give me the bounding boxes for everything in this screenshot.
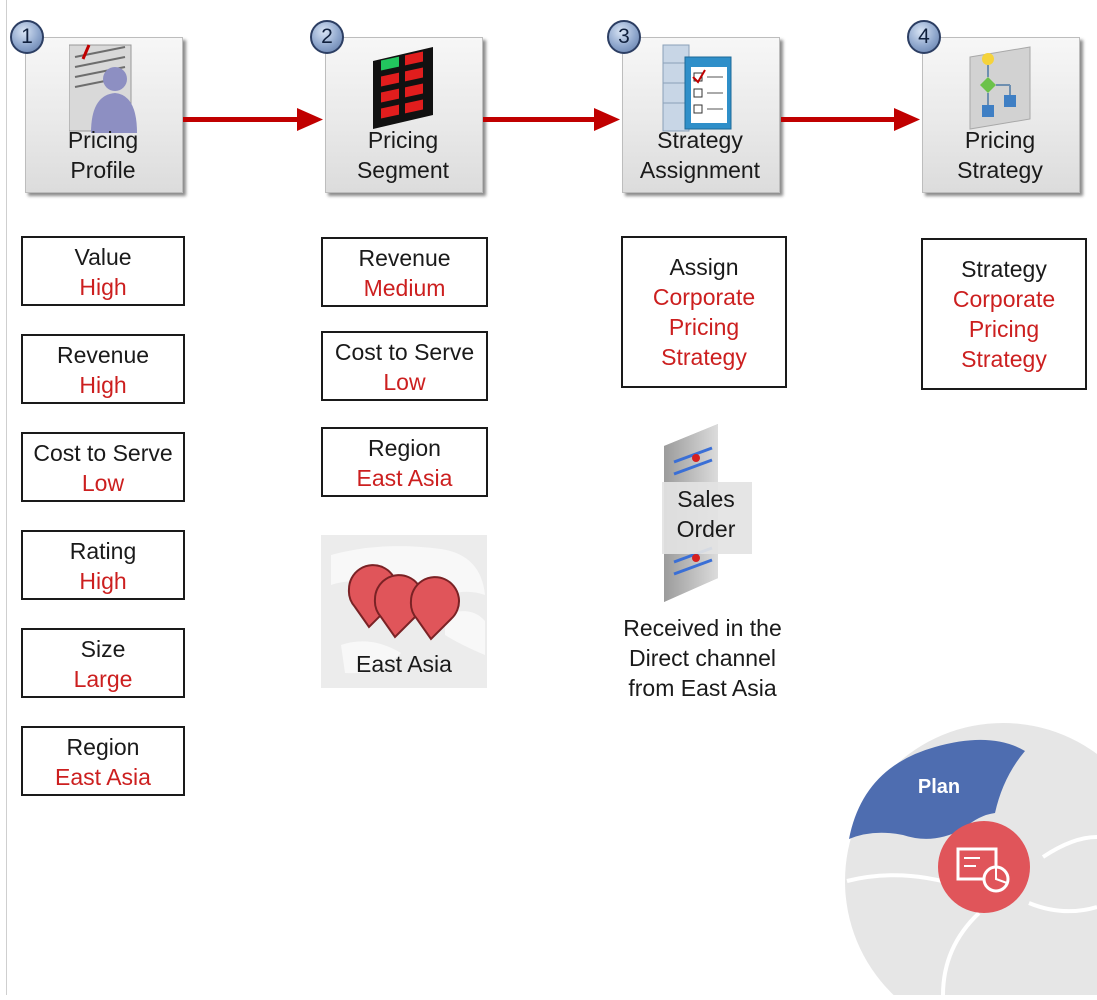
pricing-chart-icon: [956, 847, 1010, 893]
flow-arrow: [483, 108, 620, 131]
plan-cycle-graphic: Plan: [845, 723, 1097, 1000]
strategy-assignment-icon: [662, 44, 732, 132]
step-label-line: Assignment: [639, 157, 761, 183]
frame-border: [6, 0, 7, 995]
attribute-value: Low: [81, 470, 125, 496]
assignment-box: Assign Corporate Pricing Strategy: [621, 236, 787, 388]
pricing-segment-icon: [373, 47, 433, 129]
plan-label: Plan: [918, 776, 960, 798]
attribute-box-revenue: Revenue Medium: [321, 237, 488, 307]
attribute-name: Cost to Serve: [334, 339, 475, 365]
attribute-value: Low: [383, 369, 426, 395]
strategy-value-line: Pricing: [968, 316, 1040, 342]
caption-line: Direct channel: [628, 645, 777, 671]
attribute-box-size: Size Large: [21, 628, 185, 698]
sales-order-label-line: Sales: [677, 486, 735, 512]
assignment-value-line: Strategy: [661, 344, 747, 370]
map-pins-icon: [321, 535, 487, 688]
attribute-name: Region: [66, 734, 140, 760]
attribute-value: High: [79, 372, 127, 398]
attribute-value: High: [79, 568, 127, 594]
flow-arrow: [781, 108, 920, 131]
attribute-name: Cost to Serve: [33, 440, 173, 466]
step-label-line: Strategy: [957, 157, 1043, 183]
step-number-badge: 4: [907, 20, 941, 54]
assignment-heading: Assign: [669, 254, 739, 280]
step-pricing-strategy[interactable]: Pricing Strategy 4: [907, 20, 1080, 193]
step-label-line: Segment: [356, 157, 450, 183]
strategy-heading: Strategy: [961, 256, 1047, 282]
step-number-badge: 1: [10, 20, 44, 54]
step-label: Pricing Segment: [325, 125, 481, 185]
step-label-line: Profile: [70, 157, 136, 183]
attribute-value: High: [79, 274, 127, 300]
strategy-box: Strategy Corporate Pricing Strategy: [921, 238, 1087, 390]
step-pricing-profile[interactable]: Pricing Profile 1: [10, 20, 183, 193]
sales-order-icon: [662, 424, 752, 602]
sales-order-caption: Received in the Direct channel from East…: [600, 613, 805, 703]
sales-order-label-line: Order: [676, 516, 736, 542]
attribute-box-rating: Rating High: [21, 530, 185, 600]
assignment-value-line: Corporate: [652, 284, 756, 310]
step-number-badge: 3: [607, 20, 641, 54]
pricing-profile-icon: [69, 44, 137, 133]
attribute-value: Medium: [363, 275, 446, 301]
plan-badge: Plan: [843, 717, 1097, 1000]
attribute-name: Revenue: [358, 245, 451, 271]
pricing-strategy-icon: [969, 46, 1031, 130]
step-label: Pricing Strategy: [922, 125, 1078, 185]
attribute-name: Value: [74, 244, 132, 270]
east-asia-map: East Asia: [321, 535, 487, 688]
strategy-value-line: Strategy: [961, 346, 1047, 372]
assignment-value-line: Pricing: [668, 314, 740, 340]
step-strategy-assignment[interactable]: Strategy Assignment 3: [607, 20, 780, 193]
attribute-name: Region: [368, 435, 441, 461]
attribute-value: Large: [73, 666, 133, 692]
sales-order-document: Sales Order: [660, 422, 752, 604]
attribute-box-region: Region East Asia: [321, 427, 488, 497]
step-label-line: Pricing: [964, 127, 1036, 153]
step-label-line: Strategy: [657, 127, 743, 153]
map-label: East Asia: [356, 651, 452, 677]
step-pricing-segment[interactable]: Pricing Segment 2: [310, 20, 483, 193]
step-label-line: Pricing: [67, 127, 139, 153]
step-label-line: Pricing: [367, 127, 439, 153]
attribute-box-region: Region East Asia: [21, 726, 185, 796]
step-label: Pricing Profile: [25, 125, 181, 185]
step-number-badge: 2: [310, 20, 344, 54]
attribute-name: Rating: [69, 538, 137, 564]
attribute-box-value: Value High: [21, 236, 185, 306]
step-label: Strategy Assignment: [622, 125, 778, 185]
strategy-value-line: Corporate: [952, 286, 1056, 312]
attribute-box-revenue: Revenue High: [21, 334, 185, 404]
attribute-name: Revenue: [56, 342, 150, 368]
flow-arrow: [183, 108, 323, 131]
attribute-value: East Asia: [356, 465, 453, 491]
attribute-box-cost-to-serve: Cost to Serve Low: [21, 432, 185, 502]
attribute-box-cost-to-serve: Cost to Serve Low: [321, 331, 488, 401]
attribute-name: Size: [80, 636, 126, 662]
caption-line: from East Asia: [628, 675, 777, 701]
attribute-value: East Asia: [55, 764, 151, 790]
sales-order-label: Sales Order: [660, 484, 752, 544]
caption-line: Received in the: [623, 615, 782, 641]
